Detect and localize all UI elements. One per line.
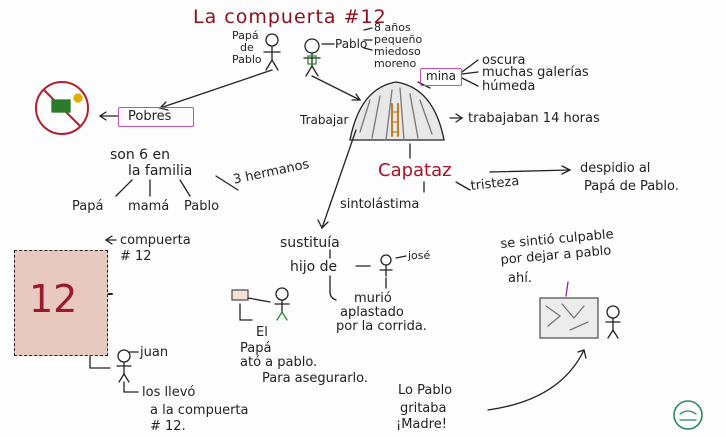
parent-label-2: de <box>240 42 254 53</box>
pablo-figure <box>304 39 320 76</box>
compuerta-card: 12 <box>14 250 108 356</box>
hijo-de-label: hijo de <box>290 260 337 274</box>
mine-drawing <box>350 82 444 140</box>
juan-label: juan <box>140 346 168 359</box>
mina-label: mina <box>426 70 456 82</box>
member-papa: Papá <box>72 200 103 213</box>
parent-label-3: Pablo <box>232 54 262 65</box>
pablo-trait-age: 8 años <box>374 22 411 33</box>
capataz-lastima: sintolástima <box>340 198 419 211</box>
gritaba-line-3: ¡Madre! <box>396 418 447 431</box>
despidio-line-2: Papá de Pablo. <box>584 180 679 193</box>
pablo-trait-dark: moreno <box>374 58 416 69</box>
member-pablo: Pablo <box>184 200 219 213</box>
juan-figure <box>117 350 131 382</box>
murio-line-1: murió <box>354 292 392 305</box>
mina-trait-humid: húmeda <box>482 80 535 93</box>
papa-ato-line-4: Para asegurarlo. <box>262 372 368 385</box>
llevo-line-2: a la compuerta <box>150 404 248 417</box>
llevo-line-1: los llevó <box>142 386 195 399</box>
pobres-line-2: la familia <box>128 164 192 178</box>
llevo-line-3: # 12. <box>150 420 186 433</box>
poverty-crossed-icon <box>36 82 88 134</box>
father-figure <box>264 34 280 70</box>
map-title: La compuerta #12 <box>193 8 387 27</box>
pablo-trait-small: pequeño <box>374 34 422 45</box>
parent-label-1: Papá <box>232 30 259 41</box>
gritaba-line-2: gritaba <box>400 402 447 415</box>
papa-ato-line-3: ató a pablo. <box>240 356 317 369</box>
jose-figure <box>380 255 392 276</box>
culpable-line-3: ahí. <box>508 272 532 285</box>
jose-label: josé <box>408 250 430 261</box>
trabajaban-label: trabajaban 14 horas <box>468 112 600 125</box>
pablo-trait-fearful: miedoso <box>374 46 421 57</box>
pobres-line-1: son 6 en <box>110 148 170 162</box>
trapped-pablo-drawing <box>540 298 620 338</box>
capataz-label: Capataz <box>378 162 452 180</box>
sustituia-label: sustituía <box>280 236 340 250</box>
compuerta-label-2: # 12 <box>120 250 152 263</box>
logo-icon <box>674 401 702 429</box>
murio-line-2: aplastado <box>340 306 404 319</box>
mina-trait-galleries: muchas galerías <box>482 66 589 79</box>
compuerta-label-1: compuerta <box>120 234 191 247</box>
trabajar-label: Trabajar <box>300 114 348 126</box>
pobres-label: Pobres <box>128 110 171 123</box>
papa-ato-line-1: El <box>256 326 268 339</box>
papa-ato-line-2: Papá <box>240 342 271 355</box>
despidio-line-1: despidio al <box>580 162 650 175</box>
murio-line-3: por la corrida. <box>336 320 427 333</box>
gritaba-line-1: Lo Pablo <box>398 384 452 397</box>
member-mama: mamá <box>128 200 169 213</box>
pablo-label: Pablo <box>335 38 367 50</box>
compuerta-number: 12 <box>29 277 77 321</box>
